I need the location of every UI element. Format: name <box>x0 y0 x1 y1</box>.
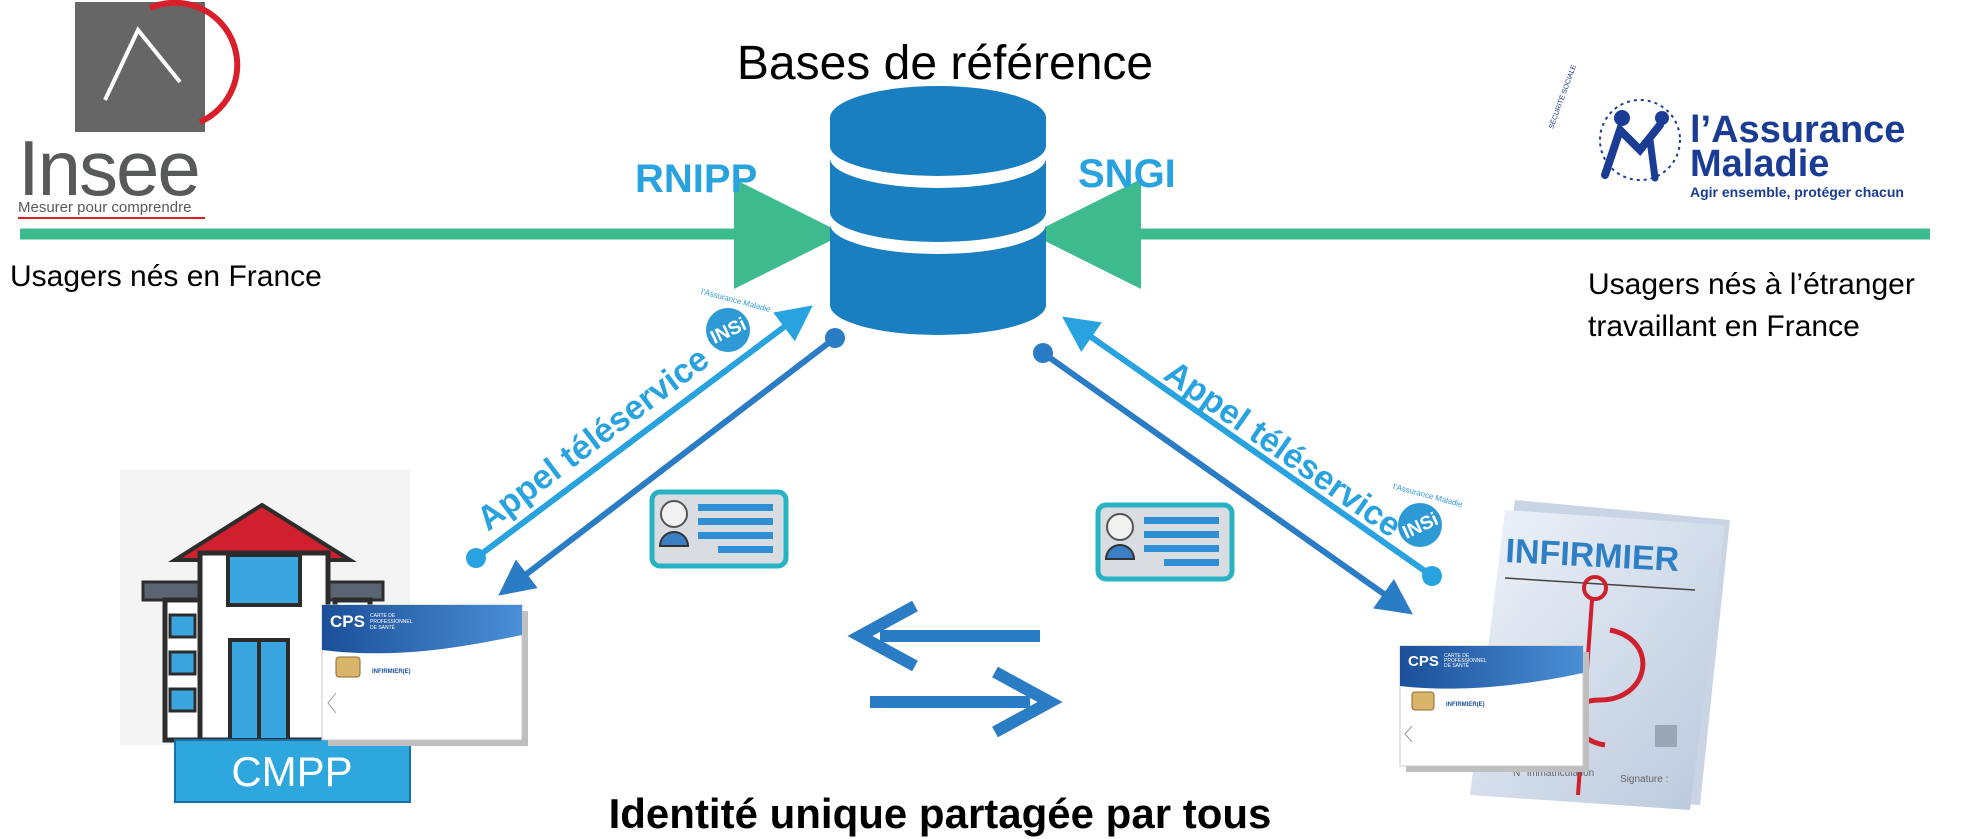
svg-text:PROFESSIONNEL: PROFESSIONNEL <box>370 619 413 625</box>
sngi-label: SNGI <box>1078 152 1176 196</box>
svg-text:DE SANTÉ: DE SANTÉ <box>370 624 396 631</box>
svg-text:PROFESSIONNEL: PROFESSIONNEL <box>1444 658 1487 664</box>
exchange-arrows-icon <box>847 600 1063 738</box>
rnipp-label: RNIPP <box>635 157 758 201</box>
left-request-arrow <box>466 305 813 568</box>
left-caption: Usagers nés en France <box>10 260 322 293</box>
cmpp-label-box: CMPP <box>174 739 411 803</box>
svg-text:N° immatriculation: N° immatriculation <box>1513 768 1594 779</box>
svg-text:Agir ensemble, protéger chacun: Agir ensemble, protéger chacun <box>1690 184 1904 200</box>
svg-text:CARTE DE: CARTE DE <box>1444 653 1470 659</box>
right-caption-line1: Usagers nés à l’étranger <box>1588 268 1915 301</box>
svg-text:INFIRMIER(E): INFIRMIER(E) <box>372 669 411 675</box>
svg-text:Signature :: Signature : <box>1620 774 1668 785</box>
svg-text:DE SANTÉ: DE SANTÉ <box>1444 662 1470 669</box>
svg-text:CPS: CPS <box>1408 653 1439 670</box>
right-response-arrow <box>1033 343 1413 615</box>
svg-text:CPS: CPS <box>330 612 365 631</box>
insee-logo: Insee Mesurer pour comprendre <box>18 0 241 219</box>
left-cps-card: CPS CARTE DE PROFESSIONNEL DE SANTÉ INFI… <box>321 604 528 746</box>
svg-text:SÉCURITÉ SOCIALE: SÉCURITÉ SOCIALE <box>1546 63 1578 130</box>
left-id-card-icon <box>649 489 789 569</box>
bottom-caption: Identité unique partagée par tous <box>608 790 1272 837</box>
page-title: Bases de référence <box>736 37 1154 90</box>
svg-text:CARTE DE: CARTE DE <box>370 613 396 619</box>
right-id-card-icon <box>1095 502 1235 582</box>
right-cps-card: CPS CARTE DE PROFESSIONNEL DE SANTÉ INFI… <box>1399 645 1589 772</box>
left-response-arrow <box>498 328 845 596</box>
svg-text:INFIRMIER: INFIRMIER <box>1505 532 1681 579</box>
svg-text:INFIRMIER(E): INFIRMIER(E) <box>1446 702 1485 708</box>
svg-text:Mesurer pour comprendre: Mesurer pour comprendre <box>18 199 191 216</box>
cmpp-label: CMPP <box>231 748 352 795</box>
svg-text:Insee: Insee <box>18 124 199 212</box>
right-request-arrow <box>1062 316 1442 586</box>
svg-text:Maladie: Maladie <box>1690 143 1829 185</box>
assurance-maladie-logo: SÉCURITÉ SOCIALE l’Assurance Maladie Agi… <box>1546 63 1905 200</box>
database-icon <box>830 86 1046 335</box>
svg-text:l’Assurance: l’Assurance <box>1690 109 1905 151</box>
right-insi-badge-icon: INSi l’Assurance Maladie <box>1392 482 1464 547</box>
right-caption-line2: travaillant en France <box>1588 310 1860 343</box>
